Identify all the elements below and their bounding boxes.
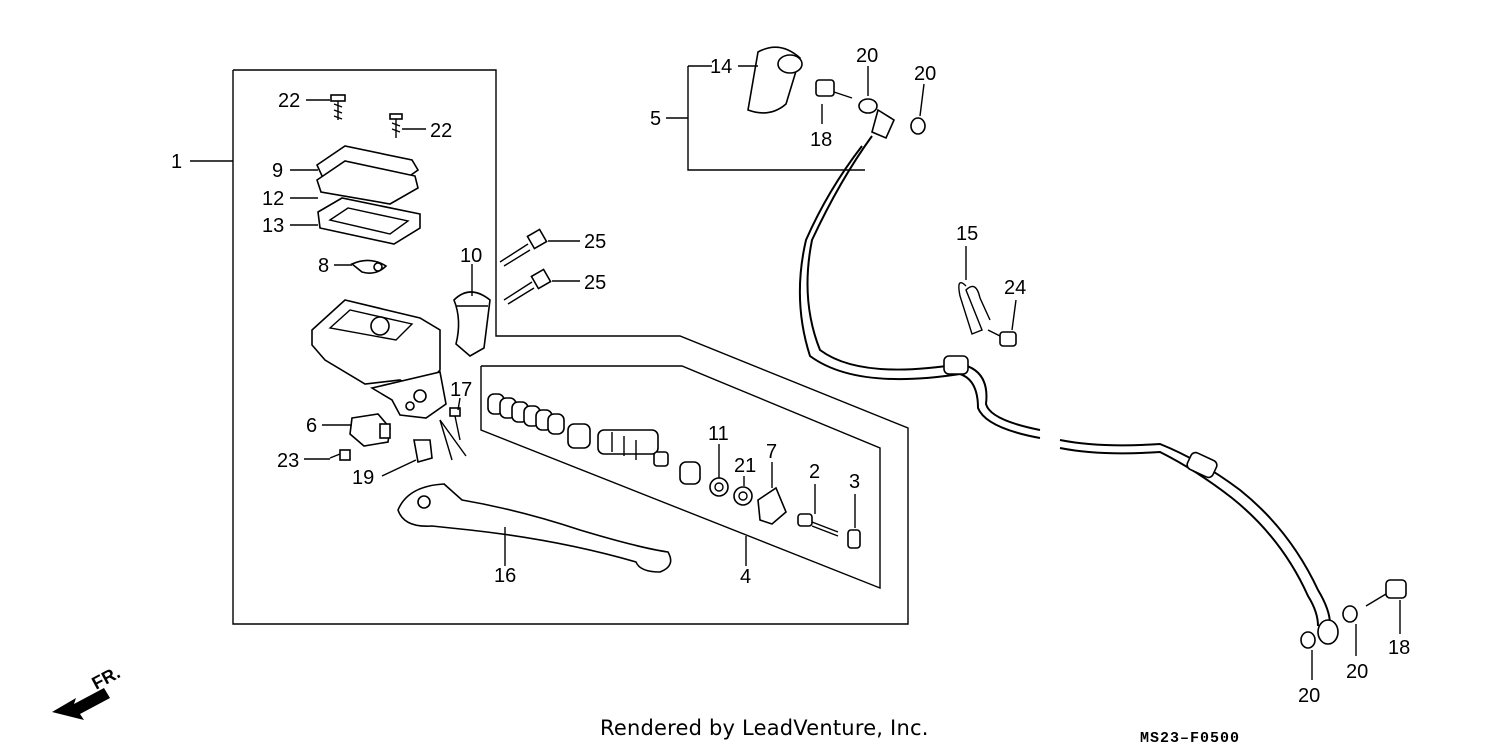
circlip-21 [733, 486, 753, 506]
callout-11: 11 [708, 423, 729, 445]
callout-25a: 25 [584, 231, 606, 253]
seal [679, 461, 701, 485]
assembly-1-outline [232, 69, 909, 625]
boot-7 [757, 486, 787, 525]
hose-clip-15 [958, 282, 991, 335]
screw-17 [439, 407, 467, 461]
callout-20c: 20 [1346, 661, 1368, 683]
callout-15: 15 [956, 223, 978, 245]
direction-label: FR. [88, 662, 123, 693]
callout-14: 14 [710, 56, 732, 78]
plate-12 [316, 160, 419, 205]
callout-4: 4 [740, 566, 751, 588]
diagram-code: MS23–F0500 [1140, 730, 1241, 747]
callout-18b: 18 [1388, 637, 1410, 659]
callout-5: 5 [650, 108, 661, 130]
callout-10: 10 [460, 245, 482, 267]
piston-cup [567, 423, 591, 449]
assembly-5-bracket [687, 66, 865, 171]
callout-8: 8 [318, 255, 329, 277]
callout-17: 17 [450, 379, 472, 401]
bolt-19 [413, 439, 433, 464]
pushrod-2 [797, 513, 839, 537]
callout-25b: 25 [584, 272, 606, 294]
callout-3: 3 [849, 471, 860, 493]
callout-12: 12 [262, 188, 284, 210]
bolt-24 [987, 329, 1017, 347]
callout-20d: 20 [1298, 685, 1320, 707]
clutch-hose-5 [798, 108, 1339, 645]
screw-22a [330, 94, 346, 120]
callout-22a: 22 [278, 90, 300, 112]
callout-20a: 20 [856, 45, 878, 67]
banjo-bolt-18a [815, 79, 853, 99]
callout-19: 19 [352, 467, 374, 489]
callout-18a: 18 [810, 129, 832, 151]
piston [597, 429, 669, 467]
bolt-25a [499, 228, 548, 267]
callout-1: 1 [171, 151, 182, 173]
clutch-lever-16 [397, 483, 672, 573]
washer-20d [1300, 631, 1316, 649]
callout-20b: 20 [914, 63, 936, 85]
callout-24: 24 [1004, 277, 1026, 299]
washer-20c [1342, 605, 1358, 623]
washer-20b [910, 117, 926, 135]
nut-3 [847, 529, 861, 549]
bolt-25b [503, 268, 552, 305]
callout-9: 9 [272, 160, 283, 182]
credit-text: Rendered by LeadVenture, Inc. [600, 716, 929, 740]
assembly-4-outline [480, 365, 881, 590]
callout-13: 13 [262, 215, 284, 237]
washer-20a [858, 98, 878, 114]
master-cylinder-body [311, 299, 447, 419]
banjo-bolt-18b [1365, 579, 1407, 607]
piston-spring [487, 393, 565, 435]
callout-7: 7 [766, 441, 777, 463]
front-direction-arrow-icon [52, 688, 110, 720]
callout-6: 6 [306, 415, 317, 437]
screw-23 [329, 449, 351, 461]
callout-22b: 22 [430, 120, 452, 142]
diaphragm-13 [317, 197, 421, 245]
washer-11 [709, 477, 729, 497]
holder-10 [453, 291, 491, 357]
callout-16: 16 [494, 565, 516, 587]
screw-22b [389, 113, 403, 138]
callout-21: 21 [734, 455, 756, 477]
callout-23: 23 [277, 450, 299, 472]
callout-2: 2 [809, 461, 820, 483]
